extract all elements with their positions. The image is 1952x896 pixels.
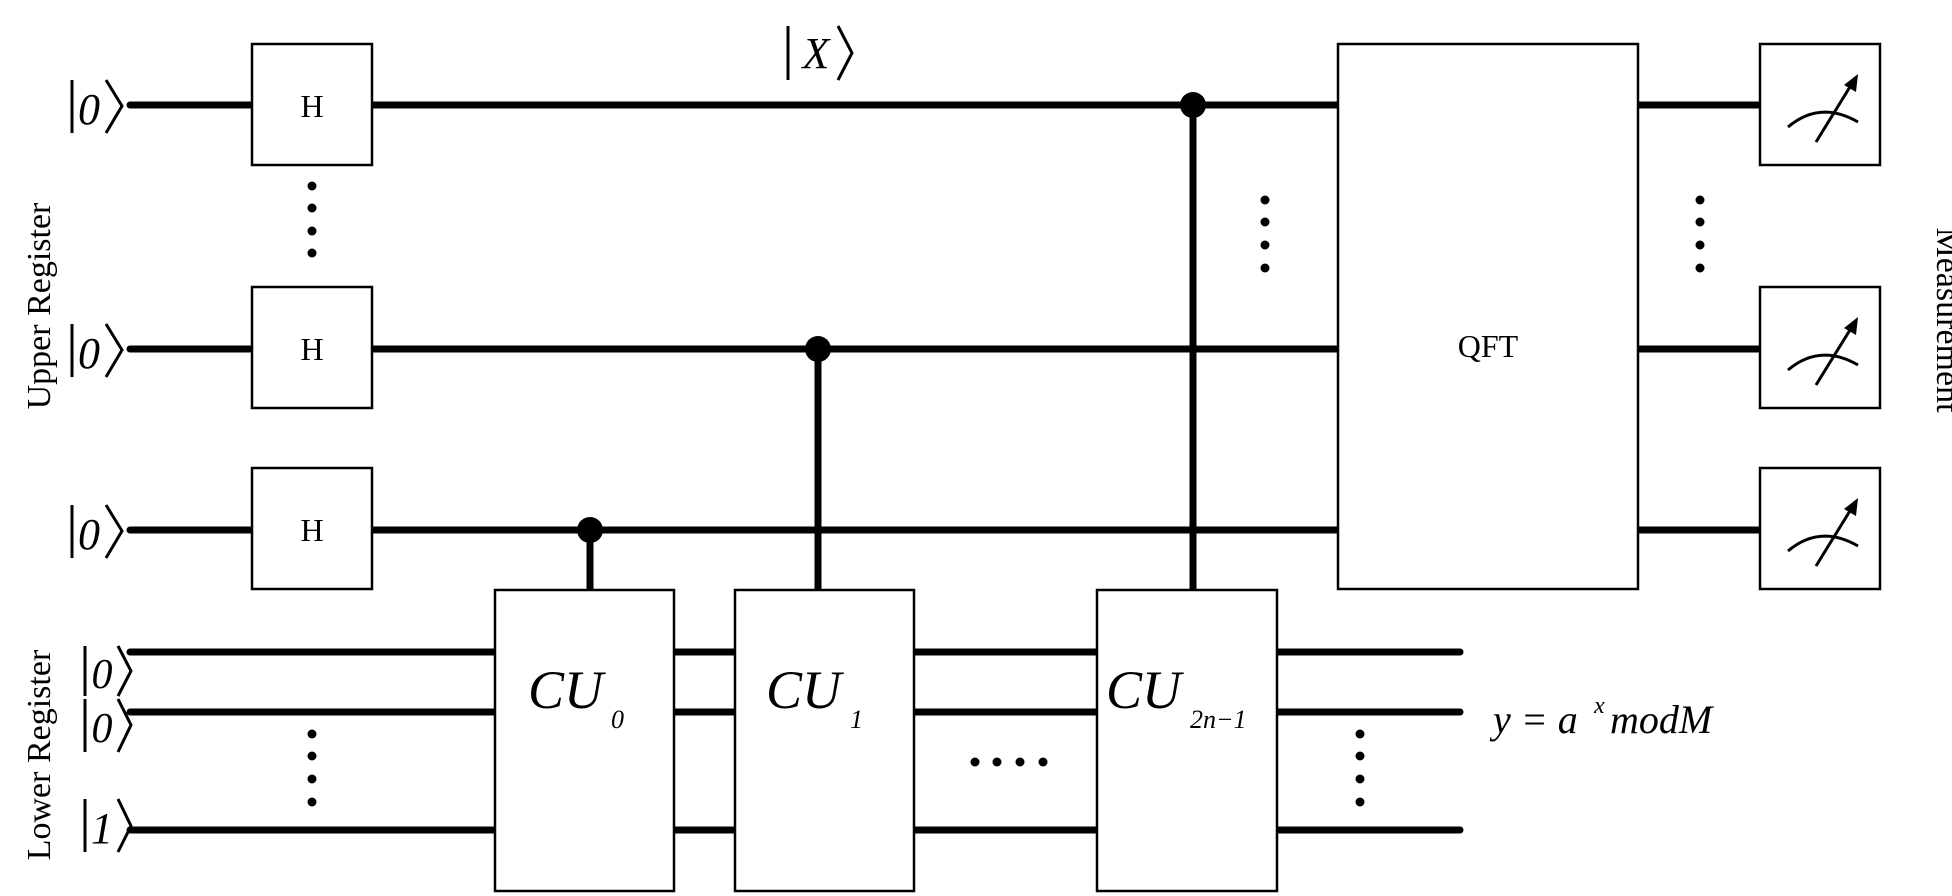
upper-wires [126,101,1762,534]
ellipsis-before-qft [1260,195,1270,273]
ket-upper-1-state: 0 [78,85,100,134]
control-lines [577,92,1206,594]
ket-upper-1: 0 [70,79,124,134]
ket-upper-3-state: 0 [78,510,100,559]
cu-gate-0: CU 0 [493,588,676,893]
hadamard-gate-2: H [250,285,374,410]
control-dot-0 [577,517,603,543]
measurement-meter-3 [1758,466,1882,591]
ket-lower-3-state: 1 [91,804,113,853]
cu-gate-2-label: CU [1106,660,1184,720]
ket-lower-3: 1 [83,798,133,853]
ellipsis-lower-in [307,729,317,807]
ket-lower-2-state: 0 [92,706,113,752]
qft-block: QFT [1336,42,1640,591]
control-dot-1 [805,336,831,362]
measurement-meter-1 [1758,42,1882,167]
qft-label: QFT [1458,328,1519,364]
cu-gate-0-subscript: 0 [611,705,624,734]
cu-gate-0-label: CU [528,660,606,720]
upper-register-label: Upper Register [21,202,58,409]
ket-lower-1-state: 0 [92,652,113,698]
control-dot-2 [1180,92,1206,118]
ket-x-label: X [786,25,854,81]
meter-icon [1787,74,1859,143]
cu-gate-1: CU 1 [733,588,916,893]
output-formula: y = a x modM [1489,693,1715,742]
hadamard-label-2: H [300,331,323,367]
ellipsis-horizontal [970,757,1048,767]
hadamard-gate-3: H [250,466,374,591]
lower-wires [126,648,1464,834]
lower-register-label: Lower Register [21,649,58,860]
ket-upper-2-state: 0 [78,329,100,378]
ket-lower-2: 0 [83,698,133,753]
ket-upper-2: 0 [70,323,124,378]
formula-exponent: x [1593,693,1605,719]
cu-gate-2-subscript: 2n−1 [1190,705,1247,734]
ellipsis-hadamard [307,181,317,258]
ellipsis-measurement [1695,195,1705,273]
hadamard-label-1: H [300,88,323,124]
meter-icon [1787,317,1859,386]
hadamard-label-3: H [300,512,323,548]
formula-rhs: modM [1610,697,1715,742]
ket-upper-3: 0 [70,504,124,559]
cu-gate-1-label: CU [766,660,844,720]
ket-x-state: X [801,29,832,78]
ket-lower-1: 0 [83,645,133,698]
cu-gate-1-subscript: 1 [850,705,863,734]
cu-gate-2: CU 2n−1 [1095,588,1279,893]
formula-lhs: y = a [1489,697,1578,742]
ellipsis-lower-out [1355,729,1365,807]
measurement-label: Measurement [1929,227,1952,413]
meter-icon [1787,498,1859,567]
hadamard-gate-1: H [250,42,374,167]
measurement-meter-2 [1758,285,1882,410]
